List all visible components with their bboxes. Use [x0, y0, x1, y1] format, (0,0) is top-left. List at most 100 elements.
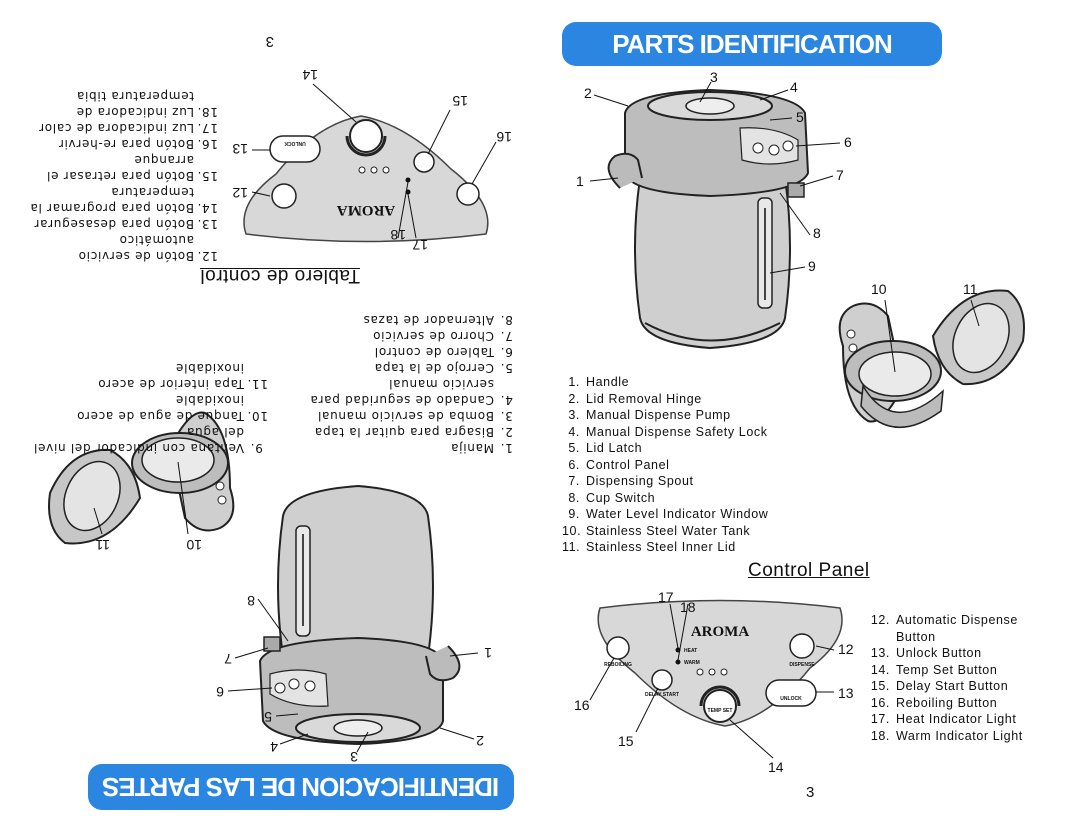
temp-set-button — [703, 689, 737, 723]
callout-15: 15 — [618, 733, 634, 749]
svg-text:17: 17 — [412, 237, 428, 253]
callout-4: 4 — [790, 79, 798, 95]
callout-17: 17 — [658, 589, 674, 605]
svg-text:7: 7 — [224, 651, 232, 667]
identificacion-banner: IDENTIFICACION DE LAS PARTES — [88, 764, 514, 810]
list-item: 13.Botón para desasegurar — [33, 217, 218, 231]
list-item: 3.Bomba de servicio manual — [317, 409, 513, 423]
svg-text:6: 6 — [216, 684, 224, 700]
list-item: 15.Botón para retrasar el arranque — [46, 153, 218, 183]
callout-6: 6 — [844, 134, 852, 150]
callout-13: 13 — [838, 685, 854, 701]
list-item: 7.Chorro de servicio — [372, 329, 513, 343]
svg-text:UNLOCK: UNLOCK — [284, 140, 306, 146]
control-panel-title: Control Panel — [748, 560, 870, 581]
svg-text:18: 18 — [390, 227, 406, 243]
svg-text:13: 13 — [232, 141, 248, 157]
svg-text:DISPENSE: DISPENSE — [789, 662, 815, 668]
svg-text:2: 2 — [476, 733, 484, 749]
callout-9: 9 — [808, 258, 816, 274]
list-item: 8.Alternador de tazas — [362, 313, 513, 327]
list-item: 6.Control Panel — [568, 457, 670, 472]
callout-5: 5 — [796, 109, 804, 125]
svg-text:DELAY START: DELAY START — [645, 692, 679, 698]
list-item: 1.Manija — [450, 441, 513, 455]
svg-text:11: 11 — [95, 537, 110, 553]
list-item: 12.Botón de servicio automático — [77, 233, 218, 263]
svg-text:TEMP SET: TEMP SET — [708, 708, 733, 714]
svg-text:8: 8 — [247, 593, 255, 609]
svg-text:3: 3 — [350, 749, 358, 765]
dispense-button — [789, 633, 815, 659]
svg-text:1: 1 — [484, 645, 492, 661]
list-item: 2.Lid Removal Hinge — [568, 391, 702, 406]
list-item: 1.Handle — [568, 375, 630, 389]
olla-illustration: 2 3 4 5 6 7 1 8 — [216, 484, 492, 765]
callout-14: 14 — [768, 759, 784, 775]
svg-text:AROMA: AROMA — [337, 202, 395, 218]
list-item: 17.Heat Indicator Light — [870, 712, 1017, 726]
control-panel-illustration: AROMA REBOILING DISPENSE UNLOCK DELAY ST… — [574, 589, 854, 775]
svg-text:10: 10 — [186, 537, 202, 553]
reboiling-button — [606, 636, 630, 660]
parts-identification-banner: PARTS IDENTIFICATION — [562, 22, 942, 66]
open-lid-illustration: 10 11 — [838, 281, 1025, 429]
air-pot-illustration: 2 3 4 5 6 7 1 8 9 — [576, 69, 852, 350]
lista-tablero: 12.Botón de servicio automático 13.Botón… — [8, 88, 218, 264]
list-item: 12.Automatic Dispense Button — [870, 613, 1018, 644]
list-item: 3.Manual Dispense Pump — [568, 408, 731, 422]
callout-16: 16 — [574, 697, 590, 713]
page-number: 3 — [265, 33, 274, 50]
list-item: 18.Luz indicadora de temperatura tibia — [76, 89, 218, 119]
list-item: 17.Luz indicadora de calor — [38, 121, 218, 135]
svg-text:4: 4 — [270, 739, 278, 755]
list-item: 9.Ventana con indicador del nivel del ag… — [33, 425, 263, 455]
spanish-page-rotated: IDENTIFICACION DE LAS PARTES 2 3 — [8, 33, 518, 810]
english-page: PARTS IDENTIFICATION 2 3 4 — [540, 0, 1080, 834]
list-item: 16.Botón para re-hervir — [58, 137, 218, 151]
callout-8: 8 — [813, 225, 821, 241]
list-item: 18.Warm Indicator Light — [870, 728, 1023, 743]
list-item: 2.Bisagra para quitar la tapa — [314, 425, 513, 439]
callout-7: 7 — [836, 167, 844, 183]
svg-text:16: 16 — [496, 129, 512, 145]
list-item: 6.Tablero de control — [374, 345, 513, 359]
tablero-illustration: AROMA UNLOCK 16 15 17 18 12 13 — [232, 67, 512, 253]
list-item: 4.Candado de seguridad para servicio man… — [309, 377, 513, 407]
list-item: 14.Temp Set Button — [870, 662, 998, 677]
callout-12: 12 — [838, 641, 854, 657]
parts-list: 1.Handle 2.Lid Removal Hinge 3.Manual Di… — [562, 374, 768, 556]
list-item: 9.Water Level Indicator Window — [568, 507, 769, 521]
callout-11: 11 — [963, 281, 978, 297]
list-item: 10.Tanque de agua de acero inoxidable — [76, 393, 268, 423]
callout-18: 18 — [680, 599, 696, 615]
spanish-page: IDENTIFICACION DE LAS PARTES 2 3 — [8, 33, 518, 810]
banner-title: IDENTIFICACION DE LAS PARTES — [102, 772, 500, 803]
lista-partes-1: 1.Manija 2.Bisagra para quitar la tapa 3… — [268, 312, 518, 456]
svg-text:14: 14 — [302, 67, 318, 83]
svg-text:15: 15 — [452, 93, 468, 109]
banner-title: PARTS IDENTIFICATION — [612, 28, 892, 59]
control-panel-list: 12.Automatic Dispense Button 13.Unlock B… — [870, 612, 1060, 744]
list-item: 5.Lid Latch — [568, 441, 643, 455]
callout-1: 1 — [576, 173, 584, 189]
svg-text:12: 12 — [232, 185, 248, 201]
lista-partes-2: 9.Ventana con indicador del nivel del ag… — [18, 360, 268, 456]
list-item: 13.Unlock Button — [870, 646, 982, 660]
list-item: 10.Stainless Steel Water Tank — [562, 523, 751, 538]
page-number: 3 — [806, 784, 815, 801]
list-item: 11.Stainless Steel Inner Lid — [562, 540, 736, 554]
svg-text:REBOILING: REBOILING — [604, 662, 632, 668]
list-item: 8.Cup Switch — [568, 490, 656, 505]
delay-start-button — [651, 669, 673, 691]
svg-text:UNLOCK: UNLOCK — [780, 696, 802, 702]
svg-text:WARM: WARM — [684, 660, 700, 666]
list-item: 11.Tapa interior de acero inoxidable — [97, 361, 268, 391]
list-item: 4.Manual Dispense Safety Lock — [568, 424, 768, 439]
brand-logo: AROMA — [691, 624, 749, 640]
tablero-title: Tablero de control — [199, 265, 360, 286]
tapa-abierta-illustration: 10 11 — [48, 411, 235, 553]
callout-10: 10 — [871, 281, 887, 297]
svg-text:5: 5 — [264, 709, 272, 725]
list-item: 15.Delay Start Button — [870, 679, 1009, 693]
